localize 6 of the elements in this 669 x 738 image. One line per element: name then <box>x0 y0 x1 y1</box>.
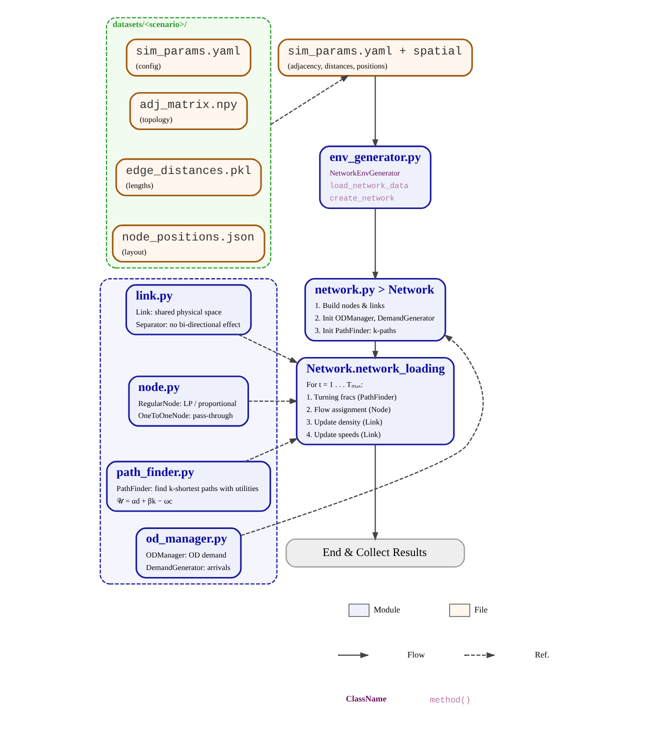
legend-label: Flow <box>406 649 424 660</box>
legend-label: Ref. <box>534 649 549 660</box>
legend-label: method() <box>429 695 470 706</box>
legend-label: Module <box>373 604 400 614</box>
legend-label: ClassName <box>345 694 386 704</box>
legend-label: File <box>474 604 488 614</box>
